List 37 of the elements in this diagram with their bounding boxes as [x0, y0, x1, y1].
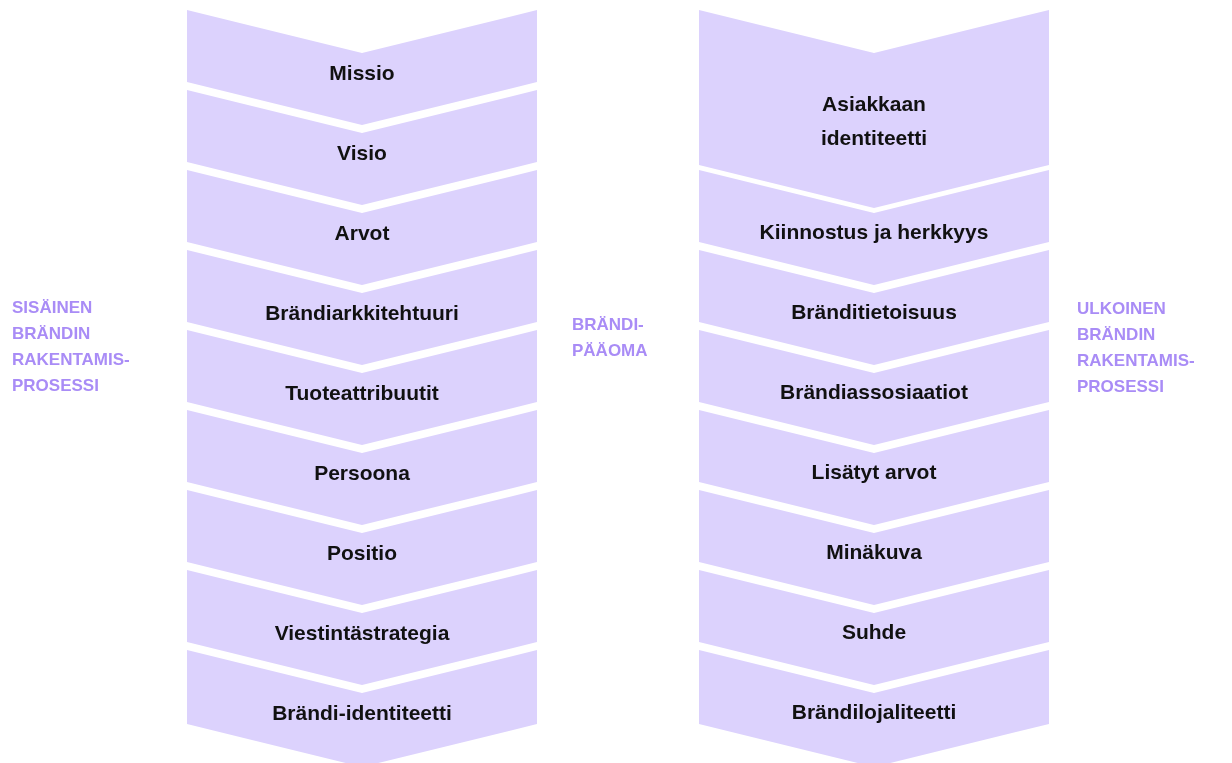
step-label: Brändi-identiteetti — [271, 700, 453, 726]
step-label: Brändiassosiaatiot — [779, 379, 969, 405]
side-heading: SISÄINEN BRÄNDIN RAKENTAMIS- PROSESSI — [12, 297, 131, 397]
side-heading: BRÄNDI- PÄÄOMA — [572, 314, 649, 362]
chevron-step — [187, 650, 537, 763]
step-label: Brändiarkkitehtuuri — [264, 300, 460, 326]
chevron-step — [699, 570, 1049, 685]
step-label: Lisätyt arvot — [810, 459, 938, 485]
chevron-step — [187, 330, 537, 445]
step-label: Persoona — [313, 460, 411, 486]
step-label: Kiinnostus ja herkkyys — [758, 219, 990, 245]
chevron-step — [187, 490, 537, 605]
step-label: Visio — [336, 140, 388, 166]
chevron-step — [699, 650, 1049, 763]
step-label: Arvot — [333, 220, 391, 246]
step-label: Asiakkaan identiteetti — [819, 91, 929, 151]
chevron-step — [699, 490, 1049, 605]
chevron-step — [699, 250, 1049, 365]
chevron-step — [699, 170, 1049, 285]
chevron-step — [187, 570, 537, 685]
side-heading: ULKOINEN BRÄNDIN RAKENTAMIS- PROSESSI — [1077, 298, 1196, 398]
chevron-step — [187, 90, 537, 205]
step-label: Positio — [326, 540, 398, 566]
chevron-step — [187, 410, 537, 525]
chevron-step — [699, 410, 1049, 525]
step-label: Brändilojaliteetti — [790, 699, 958, 725]
chevron-step — [699, 330, 1049, 445]
chevron-step — [699, 10, 1049, 208]
chevron-step — [187, 250, 537, 365]
step-label: Viestintästrategia — [273, 620, 451, 646]
chevron-step — [187, 170, 537, 285]
step-label: Tuoteattribuutit — [284, 380, 440, 406]
step-label: Missio — [328, 60, 396, 86]
step-label: Suhde — [840, 619, 908, 645]
chevron-step — [187, 10, 537, 125]
step-label: Bränditietoisuus — [790, 299, 958, 325]
step-label: Minäkuva — [825, 539, 923, 565]
